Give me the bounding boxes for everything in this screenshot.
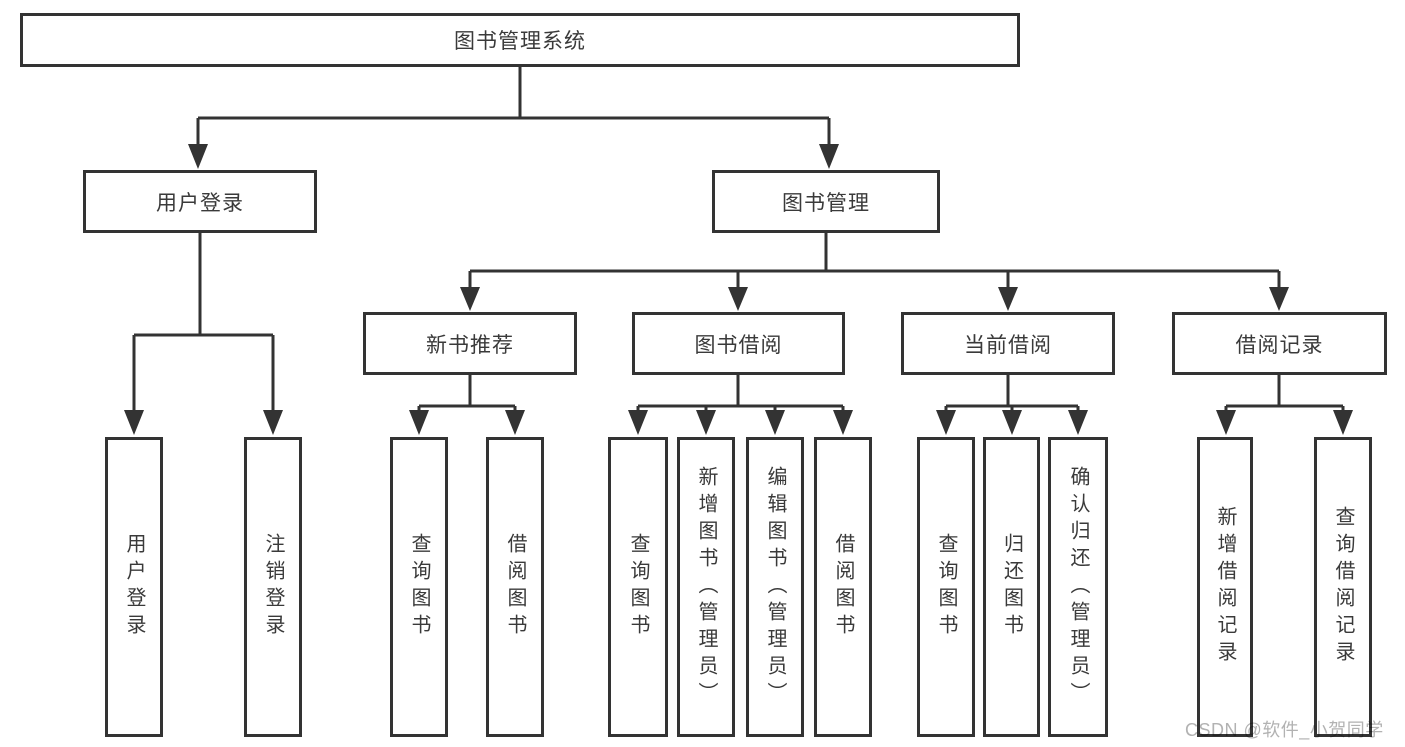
leaf-label: 查询图书: [627, 533, 649, 641]
leaf-return-book: 归还图书: [983, 437, 1040, 737]
leaf-label: 查询图书: [408, 533, 430, 641]
node-label: 用户登录: [156, 191, 244, 215]
node-label: 当前借阅: [964, 333, 1052, 357]
connector-book-management: [468, 233, 1281, 288]
leaf-label: 借阅图书: [832, 533, 854, 641]
node-borrow-records: 借阅记录: [1172, 312, 1387, 375]
node-book-management: 图书管理: [712, 170, 940, 233]
leaf-query-books-borrow: 查询图书: [608, 437, 668, 737]
leaf-user-login: 用户登录: [105, 437, 163, 737]
connector-borrow-records: [1224, 375, 1345, 412]
leaf-label: 编辑图书（管理员）: [764, 465, 786, 709]
connector-current-borrow: [944, 375, 1080, 412]
leaf-query-borrow-record: 查询借阅记录: [1314, 437, 1372, 737]
node-new-book-recommend: 新书推荐: [363, 312, 577, 375]
leaf-label: 查询借阅记录: [1332, 506, 1354, 668]
leaf-add-borrow-record: 新增借阅记录: [1197, 437, 1253, 737]
leaf-add-book-admin: 新增图书（管理员）: [677, 437, 735, 737]
connector-user-login: [132, 233, 275, 412]
leaf-borrow-books: 借阅图书: [814, 437, 872, 737]
node-label: 借阅记录: [1235, 333, 1324, 357]
leaf-label: 借阅图书: [504, 533, 526, 641]
node-label: 新书推荐: [426, 333, 514, 357]
connector-book-borrow: [636, 375, 845, 412]
node-label: 图书借阅: [694, 333, 783, 357]
leaf-confirm-return-admin: 确认归还（管理员）: [1048, 437, 1108, 737]
leaf-query-books-recommend: 查询图书: [390, 437, 448, 737]
leaf-label: 注销登录: [262, 533, 284, 641]
leaf-borrow-books-recommend: 借阅图书: [486, 437, 544, 737]
node-user-login: 用户登录: [83, 170, 317, 233]
node-library-management-system: 图书管理系统: [20, 13, 1020, 67]
arrowhead-icons: [124, 144, 1353, 435]
leaf-edit-book-admin: 编辑图书（管理员）: [746, 437, 804, 737]
leaf-query-books-current: 查询图书: [917, 437, 975, 737]
leaf-logout: 注销登录: [244, 437, 302, 737]
csdn-watermark: CSDN @软件_小贺同学: [1185, 720, 1384, 740]
leaf-label: 用户登录: [123, 533, 145, 641]
node-label: 图书管理系统: [454, 30, 586, 53]
leaf-label: 新增借阅记录: [1214, 506, 1236, 668]
connector-new-book-recommend: [417, 375, 517, 412]
connector-root: [196, 67, 831, 146]
node-book-borrow: 图书借阅: [632, 312, 845, 375]
node-label: 图书管理: [782, 191, 870, 215]
leaf-label: 确认归还（管理员）: [1067, 465, 1089, 709]
leaf-label: 查询图书: [935, 533, 957, 641]
leaf-label: 新增图书（管理员）: [695, 465, 717, 709]
leaf-label: 归还图书: [1000, 533, 1023, 641]
node-current-borrow: 当前借阅: [901, 312, 1115, 375]
